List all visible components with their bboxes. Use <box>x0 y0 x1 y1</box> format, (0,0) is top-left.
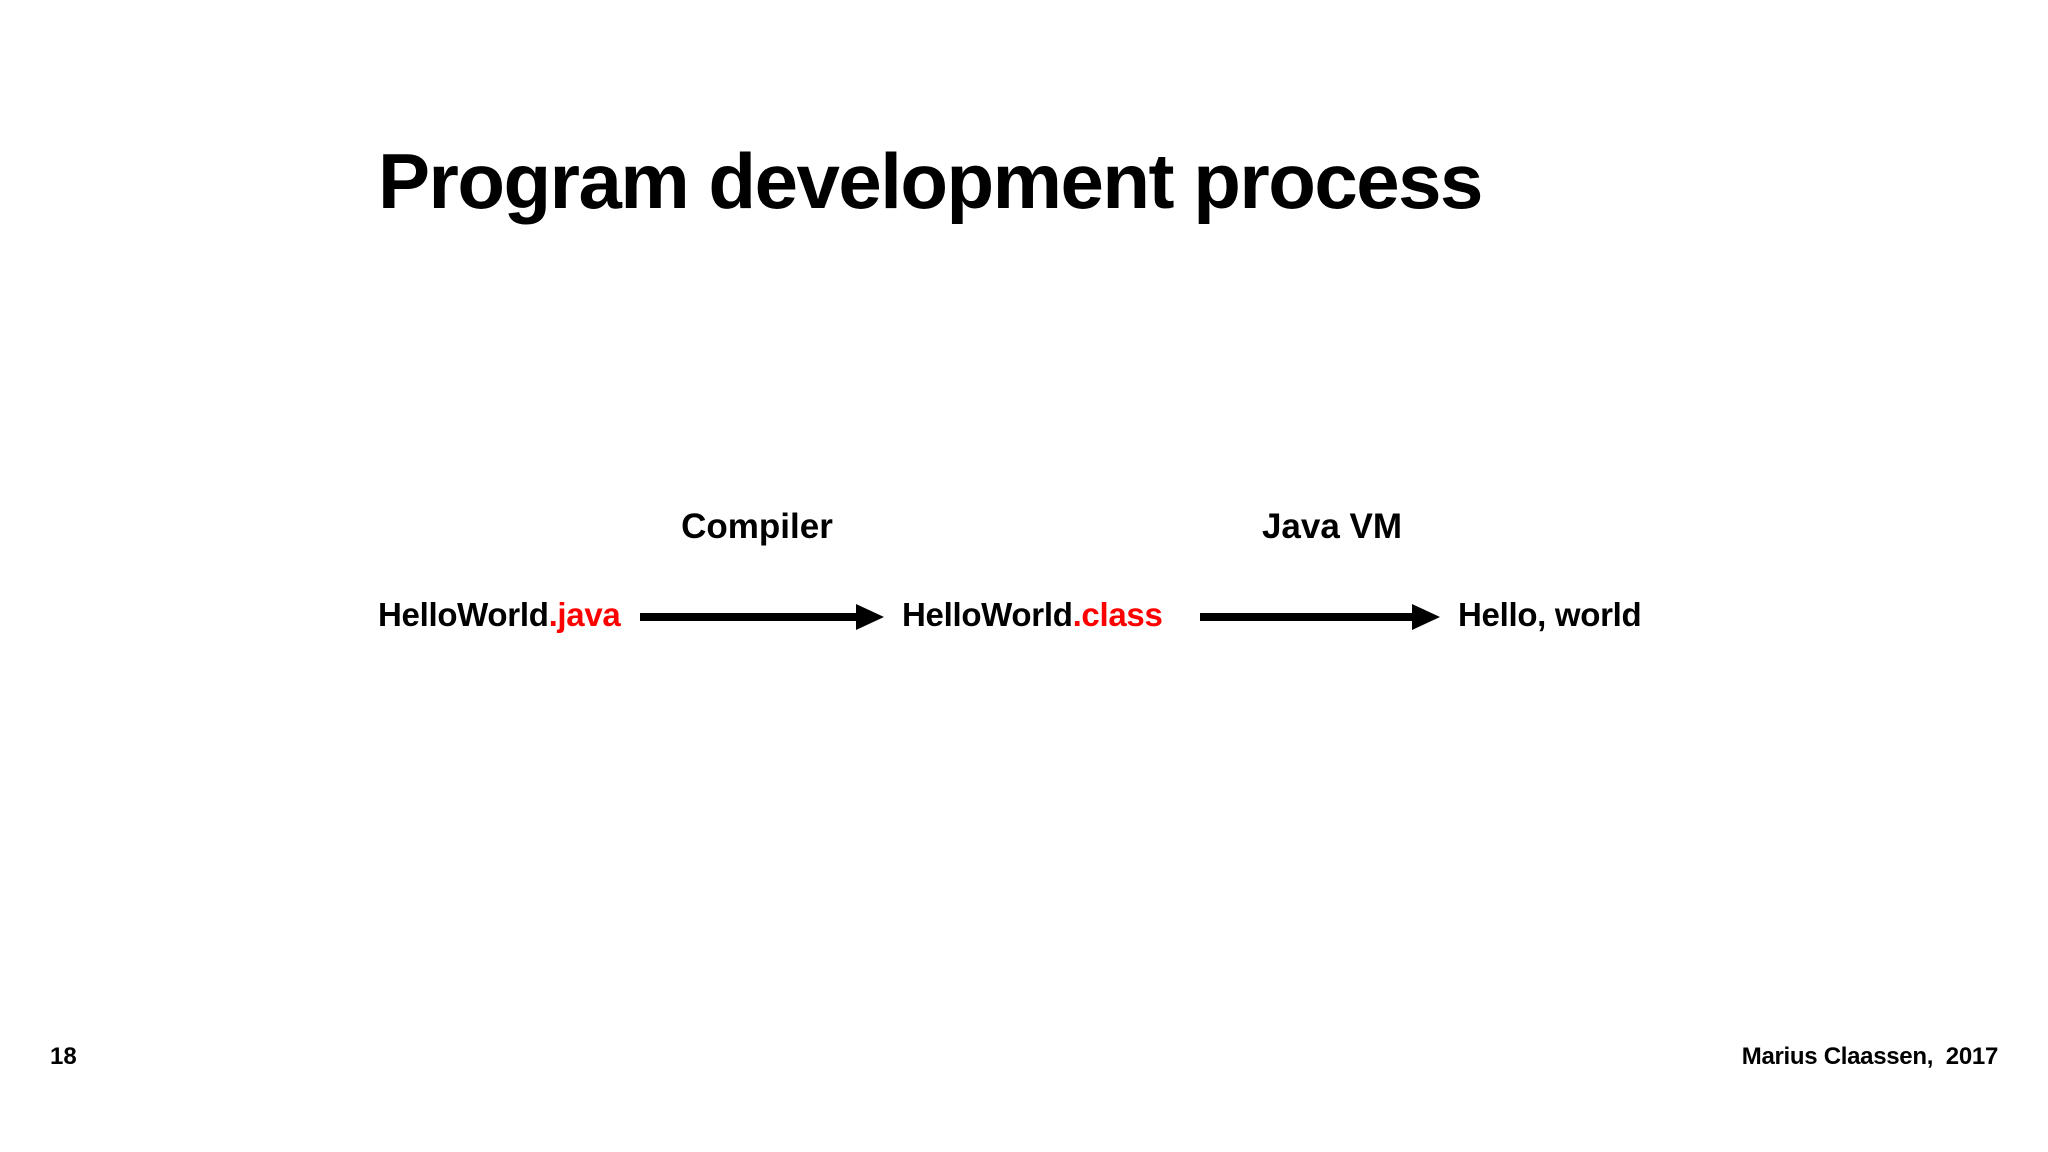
program-output-label: Hello, world <box>1458 596 1642 633</box>
run-right-arrow-icon <box>1200 604 1440 630</box>
page-title: Program development process <box>378 137 1483 225</box>
java-vm-label: Java VM <box>1261 507 1403 546</box>
source-file-extension: .java <box>548 596 621 633</box>
compiler-label: Compiler <box>681 507 833 546</box>
class-file-name: HelloWorld <box>902 596 1073 633</box>
compile-right-arrow-icon <box>640 604 884 630</box>
author-credit: Marius Claassen, 2017 <box>1741 1043 1999 1070</box>
page-number: 18 <box>50 1043 77 1070</box>
source-file-name: HelloWorld <box>378 596 549 633</box>
class-file-extension: .class <box>1072 596 1163 633</box>
class-file-label: HelloWorld.class <box>902 598 1163 631</box>
source-file-label: HelloWorld.java <box>378 596 621 633</box>
